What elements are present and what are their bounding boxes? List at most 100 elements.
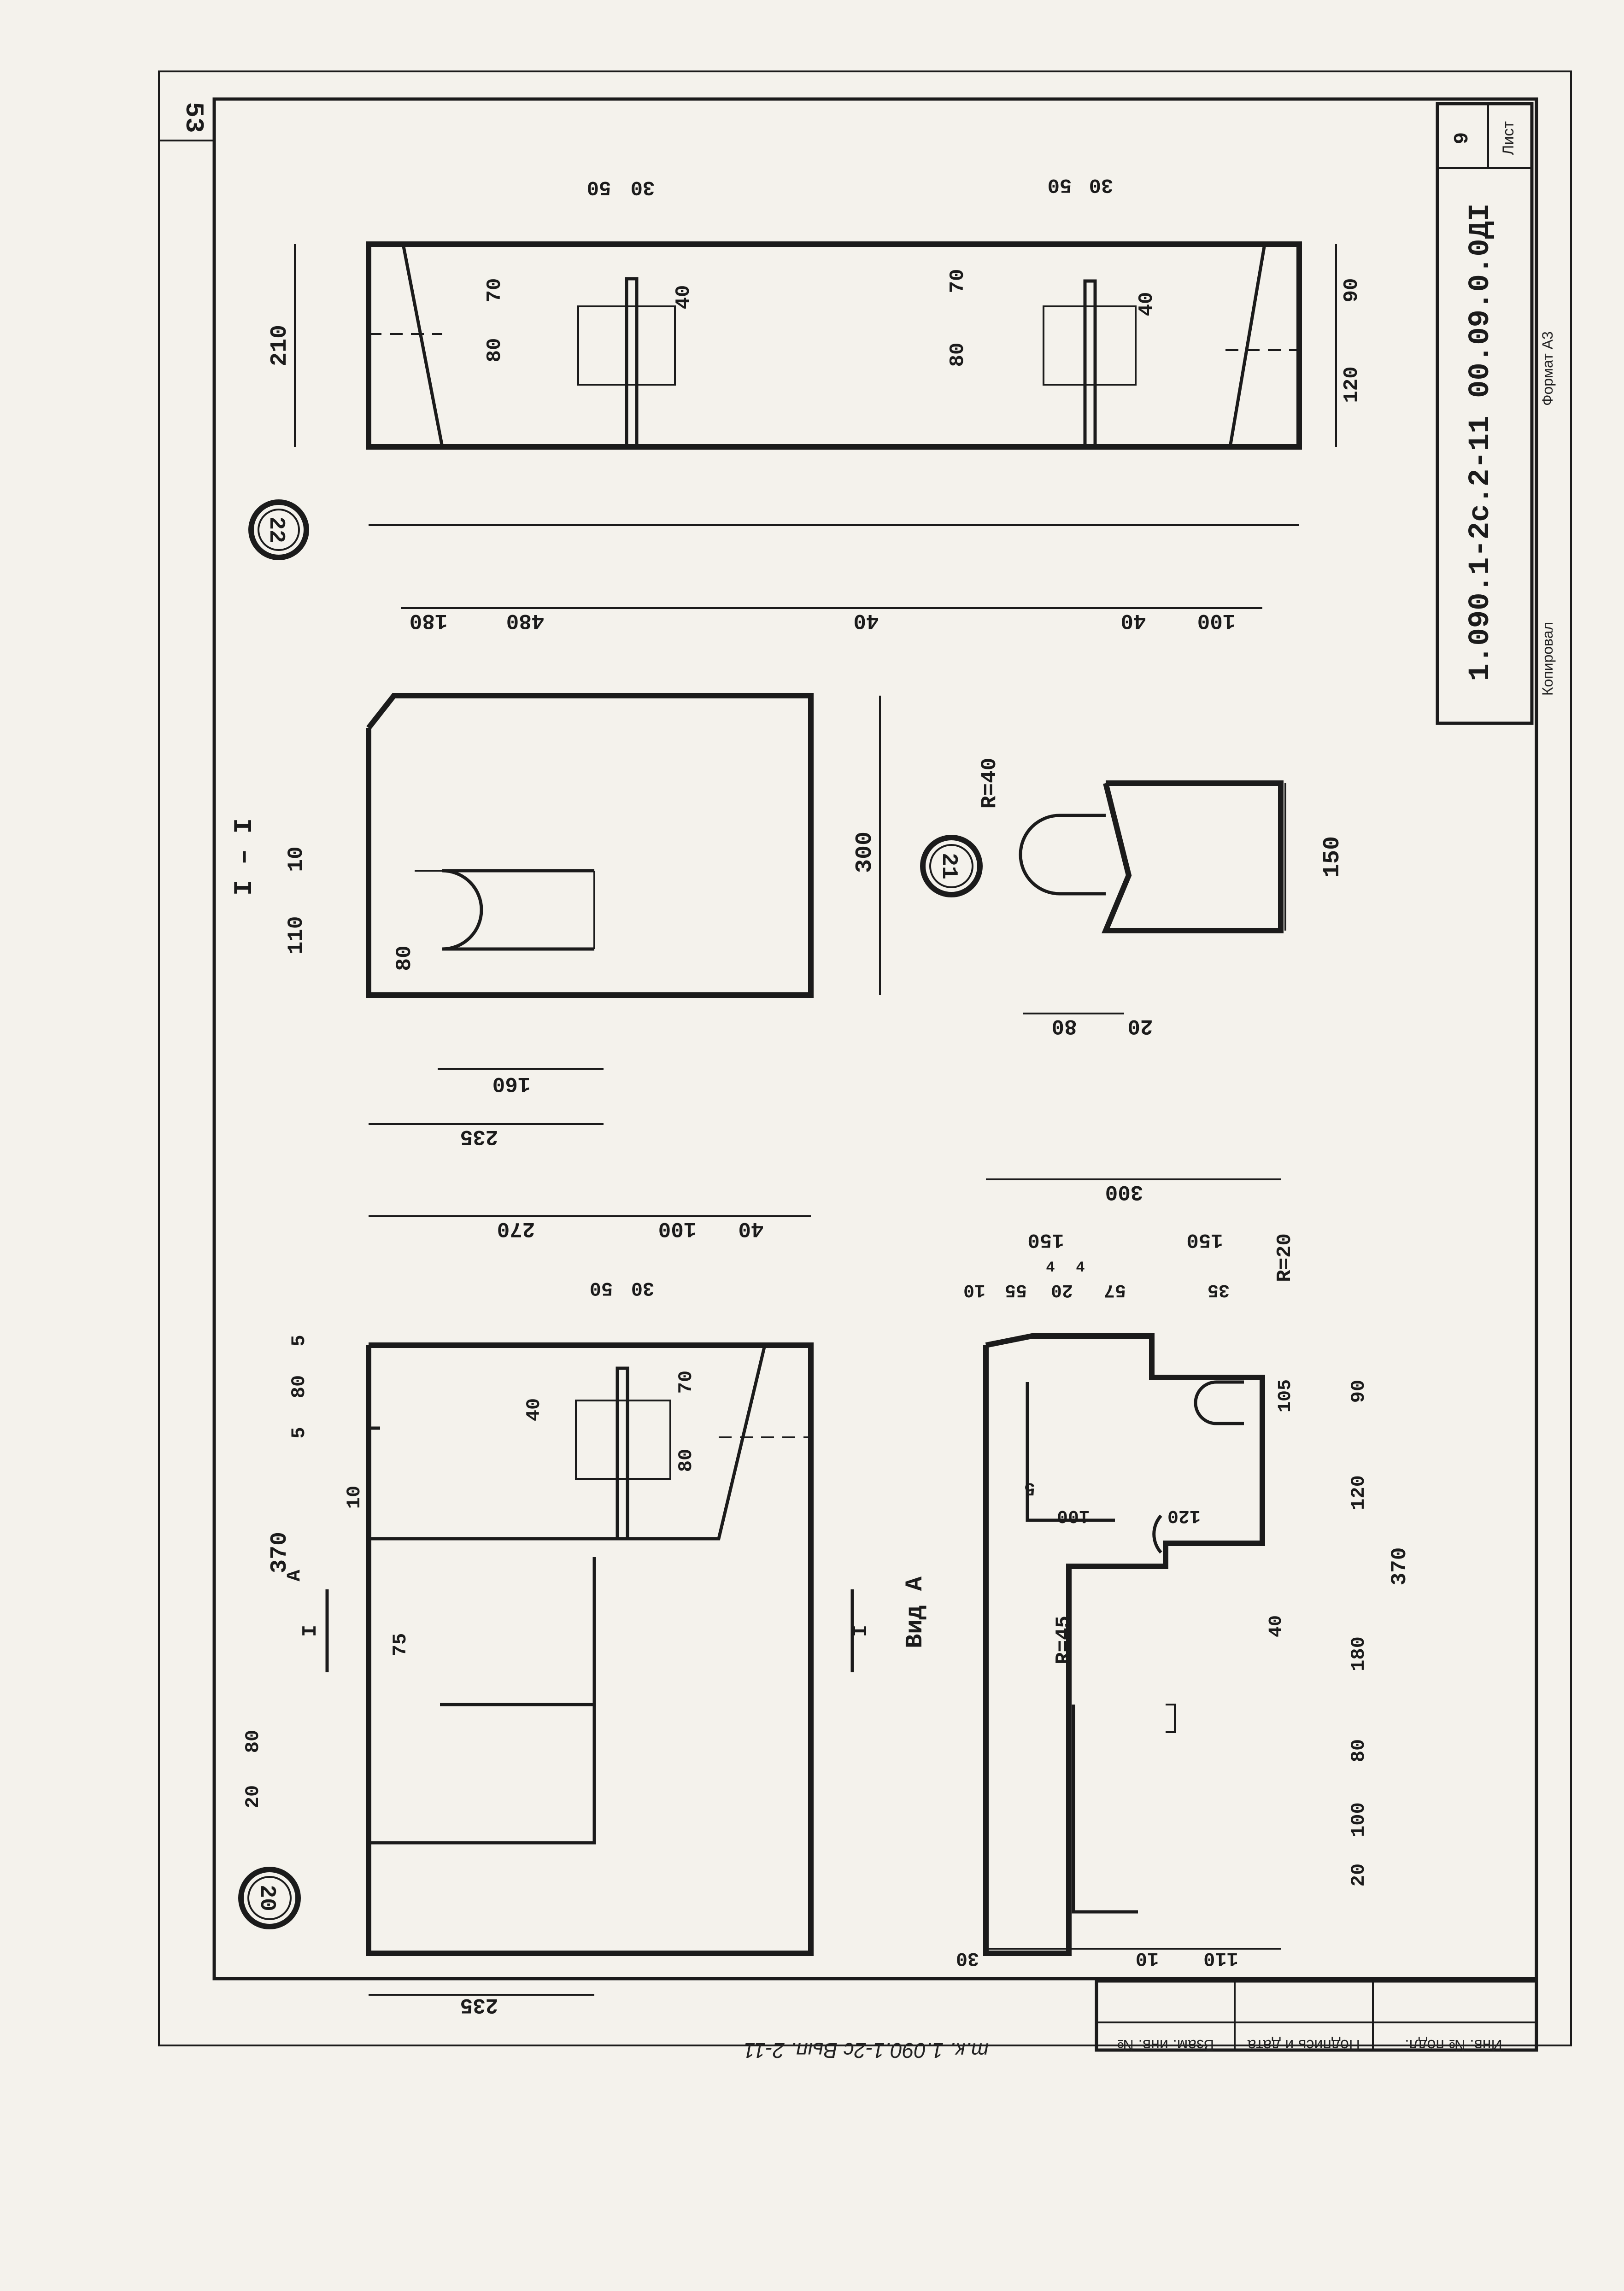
viewA-dim-100b: 100	[1348, 1802, 1370, 1837]
section-dim-300: 300	[852, 832, 878, 873]
view-22-marker-label: 22	[264, 516, 288, 543]
view-21-radius: R=40	[978, 758, 1002, 809]
viewA-dim-20b: 20	[1348, 1863, 1370, 1887]
v20-dim-40: 40	[523, 1398, 545, 1421]
view-21: 21 R=40 80 20 150	[920, 758, 1346, 1038]
v22-dim-50r: 50	[1048, 173, 1072, 196]
v22-dim-30l: 30	[631, 176, 655, 199]
viewA-dim-20: 20	[1051, 1279, 1073, 1300]
v22-dim-210: 210	[267, 325, 293, 366]
v22-dim-40r: 40	[1135, 292, 1158, 316]
stamp-signature-date: Подпись и дата	[1248, 2036, 1360, 2054]
view-22-marker-outer	[248, 499, 309, 560]
view-22-block	[366, 241, 1302, 450]
v20-arrow-label: A	[283, 1570, 305, 1582]
view-A-outline	[983, 1333, 1265, 1956]
v21-dim-20: 20	[1127, 1014, 1153, 1038]
section-I-I: I – I 110 10 80 160 235 300	[229, 693, 881, 1148]
view-20-marker-inner	[247, 1876, 292, 1920]
v20-dim-40b: 40	[738, 1217, 763, 1241]
v20-dim-80b: 80	[242, 1730, 264, 1753]
v20-dim-50: 50	[590, 1277, 613, 1299]
v22-dim-70l: 70	[483, 278, 506, 303]
series-code: т.к. 1.090.1-2с Вып. 2-11	[744, 2039, 989, 2062]
view-22-insert-left	[577, 305, 676, 386]
v20-dim-80a: 80	[288, 1375, 310, 1398]
view-21-outline	[1102, 780, 1284, 933]
v22-dim-40a: 180	[410, 609, 448, 633]
v22-dim-50l: 50	[587, 176, 611, 199]
v22-dim-100: 40	[1120, 609, 1146, 633]
view-20-outline	[366, 1342, 814, 1956]
section-dim-235: 235	[460, 1125, 498, 1148]
v22-dim-70r: 70	[946, 269, 969, 293]
page-number: 53	[179, 102, 208, 133]
v20-section-label-top: I	[299, 1625, 322, 1637]
section-dim-160: 160	[492, 1072, 531, 1096]
view-22-right-slope	[1228, 242, 1299, 447]
side-stamp: Инв. № подл. Подпись и дата Взам. инв. №	[1095, 1979, 1538, 2054]
view-22-rebar-left	[625, 277, 639, 449]
view-A: Вид А R=45 R=20 300 150 150 10 55 20 4 4…	[902, 1178, 1412, 1969]
v22-dim-90: 90	[1340, 278, 1363, 303]
view-22: 22 210 180 480 40 40 100 80 70 30 50 40 …	[248, 173, 1363, 633]
view-20-marker-outer	[238, 1867, 301, 1929]
view-21-hook	[1019, 814, 1106, 896]
stamp-inv-orig: Инв. № подл.	[1405, 2036, 1502, 2054]
v20-dim-75: 75	[389, 1633, 411, 1656]
v20-dim-235: 235	[460, 1993, 498, 2017]
section-I-I-hook	[442, 869, 594, 951]
v20-dim-270: 270	[497, 1217, 535, 1241]
copied-label: Копировал	[1539, 622, 1556, 696]
v21-dim-80: 80	[1051, 1014, 1077, 1038]
viewA-dim-10: 10	[963, 1279, 985, 1300]
document-code: 1.090.1-2с.2-11 00.09.0.0ДI	[1464, 204, 1497, 681]
view-20-rebar	[616, 1366, 629, 1541]
viewA-dim-4b: 4	[1076, 1259, 1085, 1276]
viewA-dim-55: 55	[1005, 1279, 1027, 1300]
v22-dim-480: 40	[853, 609, 879, 633]
outer-border	[158, 70, 1572, 2046]
view-20-marker-label: 20	[254, 1885, 279, 1911]
v20-dim-70: 70	[675, 1371, 697, 1394]
viewA-dim-40: 40	[1266, 1615, 1287, 1637]
viewA-dim-120b: 120	[1348, 1475, 1370, 1510]
section-dim-80: 80	[393, 945, 416, 971]
view-A-bend-small	[1194, 1380, 1244, 1425]
v22-dim-80r: 80	[946, 343, 969, 367]
viewA-dim-150b: 150	[1186, 1228, 1223, 1251]
viewA-dim-10b: 10	[1136, 1947, 1159, 1969]
viewA-dim-5: 5	[1024, 1477, 1035, 1498]
sheet-label: Лист	[1500, 121, 1517, 155]
page-number-box: 53	[159, 102, 214, 141]
viewA-dim-100a: 100	[1057, 1505, 1090, 1526]
view-A-radius-big: R=45	[1052, 1616, 1075, 1664]
viewA-dim-370: 370	[1388, 1547, 1412, 1586]
view-A-title: Вид А	[902, 1576, 929, 1648]
section-I-I-outline	[366, 693, 814, 998]
section-I-I-title: I – I	[229, 818, 259, 896]
view-A-bend-big	[1152, 1514, 1162, 1554]
v20-dim-10: 10	[343, 1486, 365, 1509]
view-22-rebar-right	[1083, 279, 1097, 449]
section-dim-110: 110	[284, 916, 308, 955]
view-20-insert	[575, 1400, 671, 1480]
viewA-dim-4a: 4	[1046, 1259, 1055, 1276]
view-20-slope	[369, 1345, 767, 1541]
format-label: Формат А3	[1539, 331, 1556, 406]
v20-dim-20: 20	[242, 1785, 264, 1808]
v20-dim-5b: 5	[288, 1427, 310, 1438]
viewA-dim-57: 57	[1104, 1279, 1126, 1300]
view-21-marker-label: 21	[936, 853, 961, 879]
drawing-frame	[212, 97, 1538, 1980]
v22-dim-80l: 80	[483, 338, 506, 363]
viewA-dim-300: 300	[1105, 1180, 1143, 1204]
viewA-dim-35: 35	[1208, 1279, 1230, 1300]
viewA-dim-30: 30	[956, 1947, 979, 1969]
viewA-dim-80: 80	[1348, 1739, 1370, 1762]
view-21-marker-inner	[929, 844, 973, 888]
sheet-number: 9	[1451, 132, 1474, 144]
stamp-replaces: Взам. инв. №	[1117, 2036, 1214, 2054]
viewA-dim-150a: 150	[1027, 1228, 1064, 1251]
